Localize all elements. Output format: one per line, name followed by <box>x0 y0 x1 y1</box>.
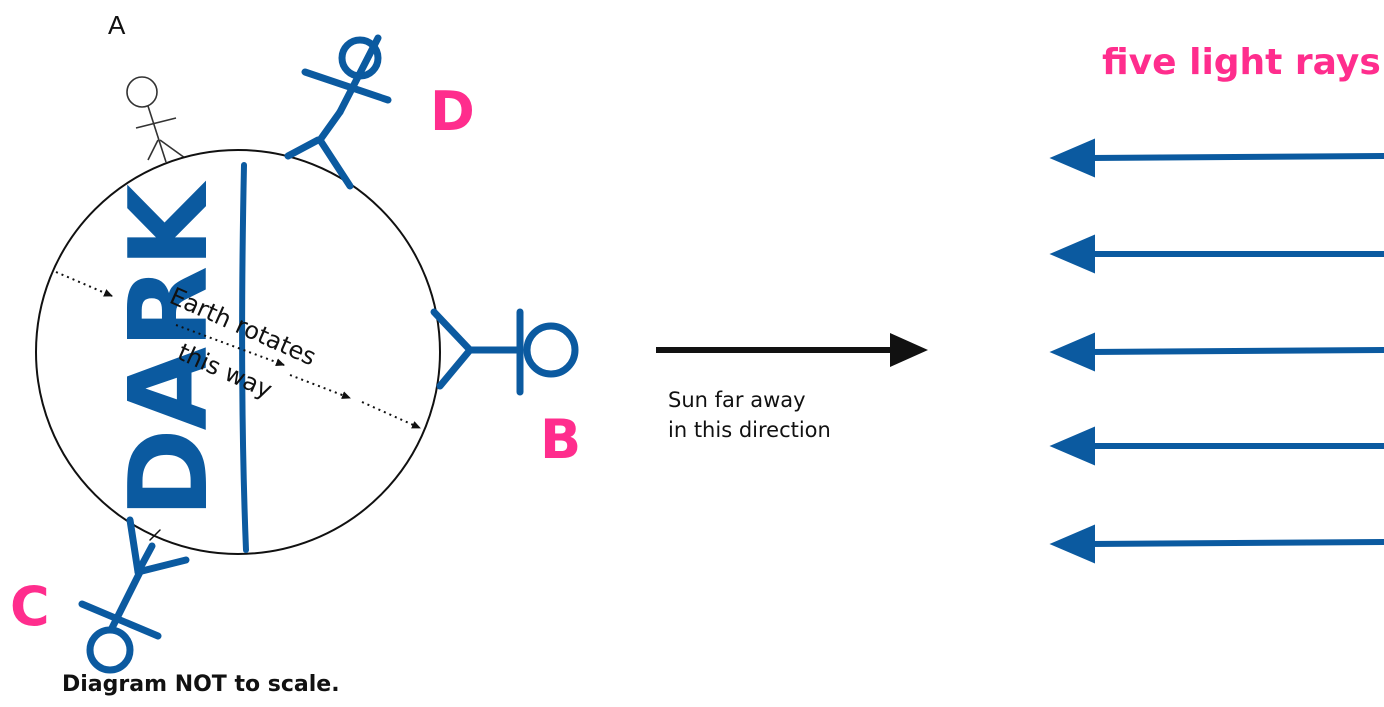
sun-direction-label: Sun far away in this direction <box>668 385 831 445</box>
rotation-arrows <box>55 271 421 429</box>
rotation-arrow-1 <box>55 271 113 297</box>
terminator-line <box>239 162 249 553</box>
light-ray-2 <box>1049 234 1384 274</box>
light-ray-3 <box>1049 332 1384 372</box>
light-rays-title: five light rays <box>1102 42 1381 83</box>
person-d-label: D <box>430 80 475 143</box>
person-b-figure <box>430 308 579 396</box>
rotation-arrow-2 <box>175 324 285 366</box>
person-d-figure <box>284 34 392 190</box>
person-a-figure <box>126 76 186 163</box>
light-ray-1 <box>1049 138 1384 178</box>
scale-footnote: Diagram NOT to scale. <box>62 672 340 697</box>
footnote-prefix: Diagram <box>62 672 175 697</box>
person-c-label: C <box>10 575 50 638</box>
person-c-figure <box>78 516 190 674</box>
light-ray-4 <box>1049 426 1384 466</box>
sun-label-line2: in this direction <box>668 418 831 442</box>
dark-label: DARK <box>107 181 232 518</box>
light-ray-5 <box>1049 524 1384 564</box>
sun-direction-arrow <box>656 333 928 367</box>
person-b-label: B <box>540 408 581 471</box>
person-a-label: A <box>108 10 126 40</box>
light-rays <box>1049 138 1384 564</box>
sun-label-line1: Sun far away <box>668 388 806 412</box>
earth-circle <box>35 149 441 555</box>
rotation-arrow-4 <box>361 401 421 429</box>
footnote-suffix: to scale. <box>226 672 340 697</box>
footnote-not: NOT <box>174 672 227 697</box>
